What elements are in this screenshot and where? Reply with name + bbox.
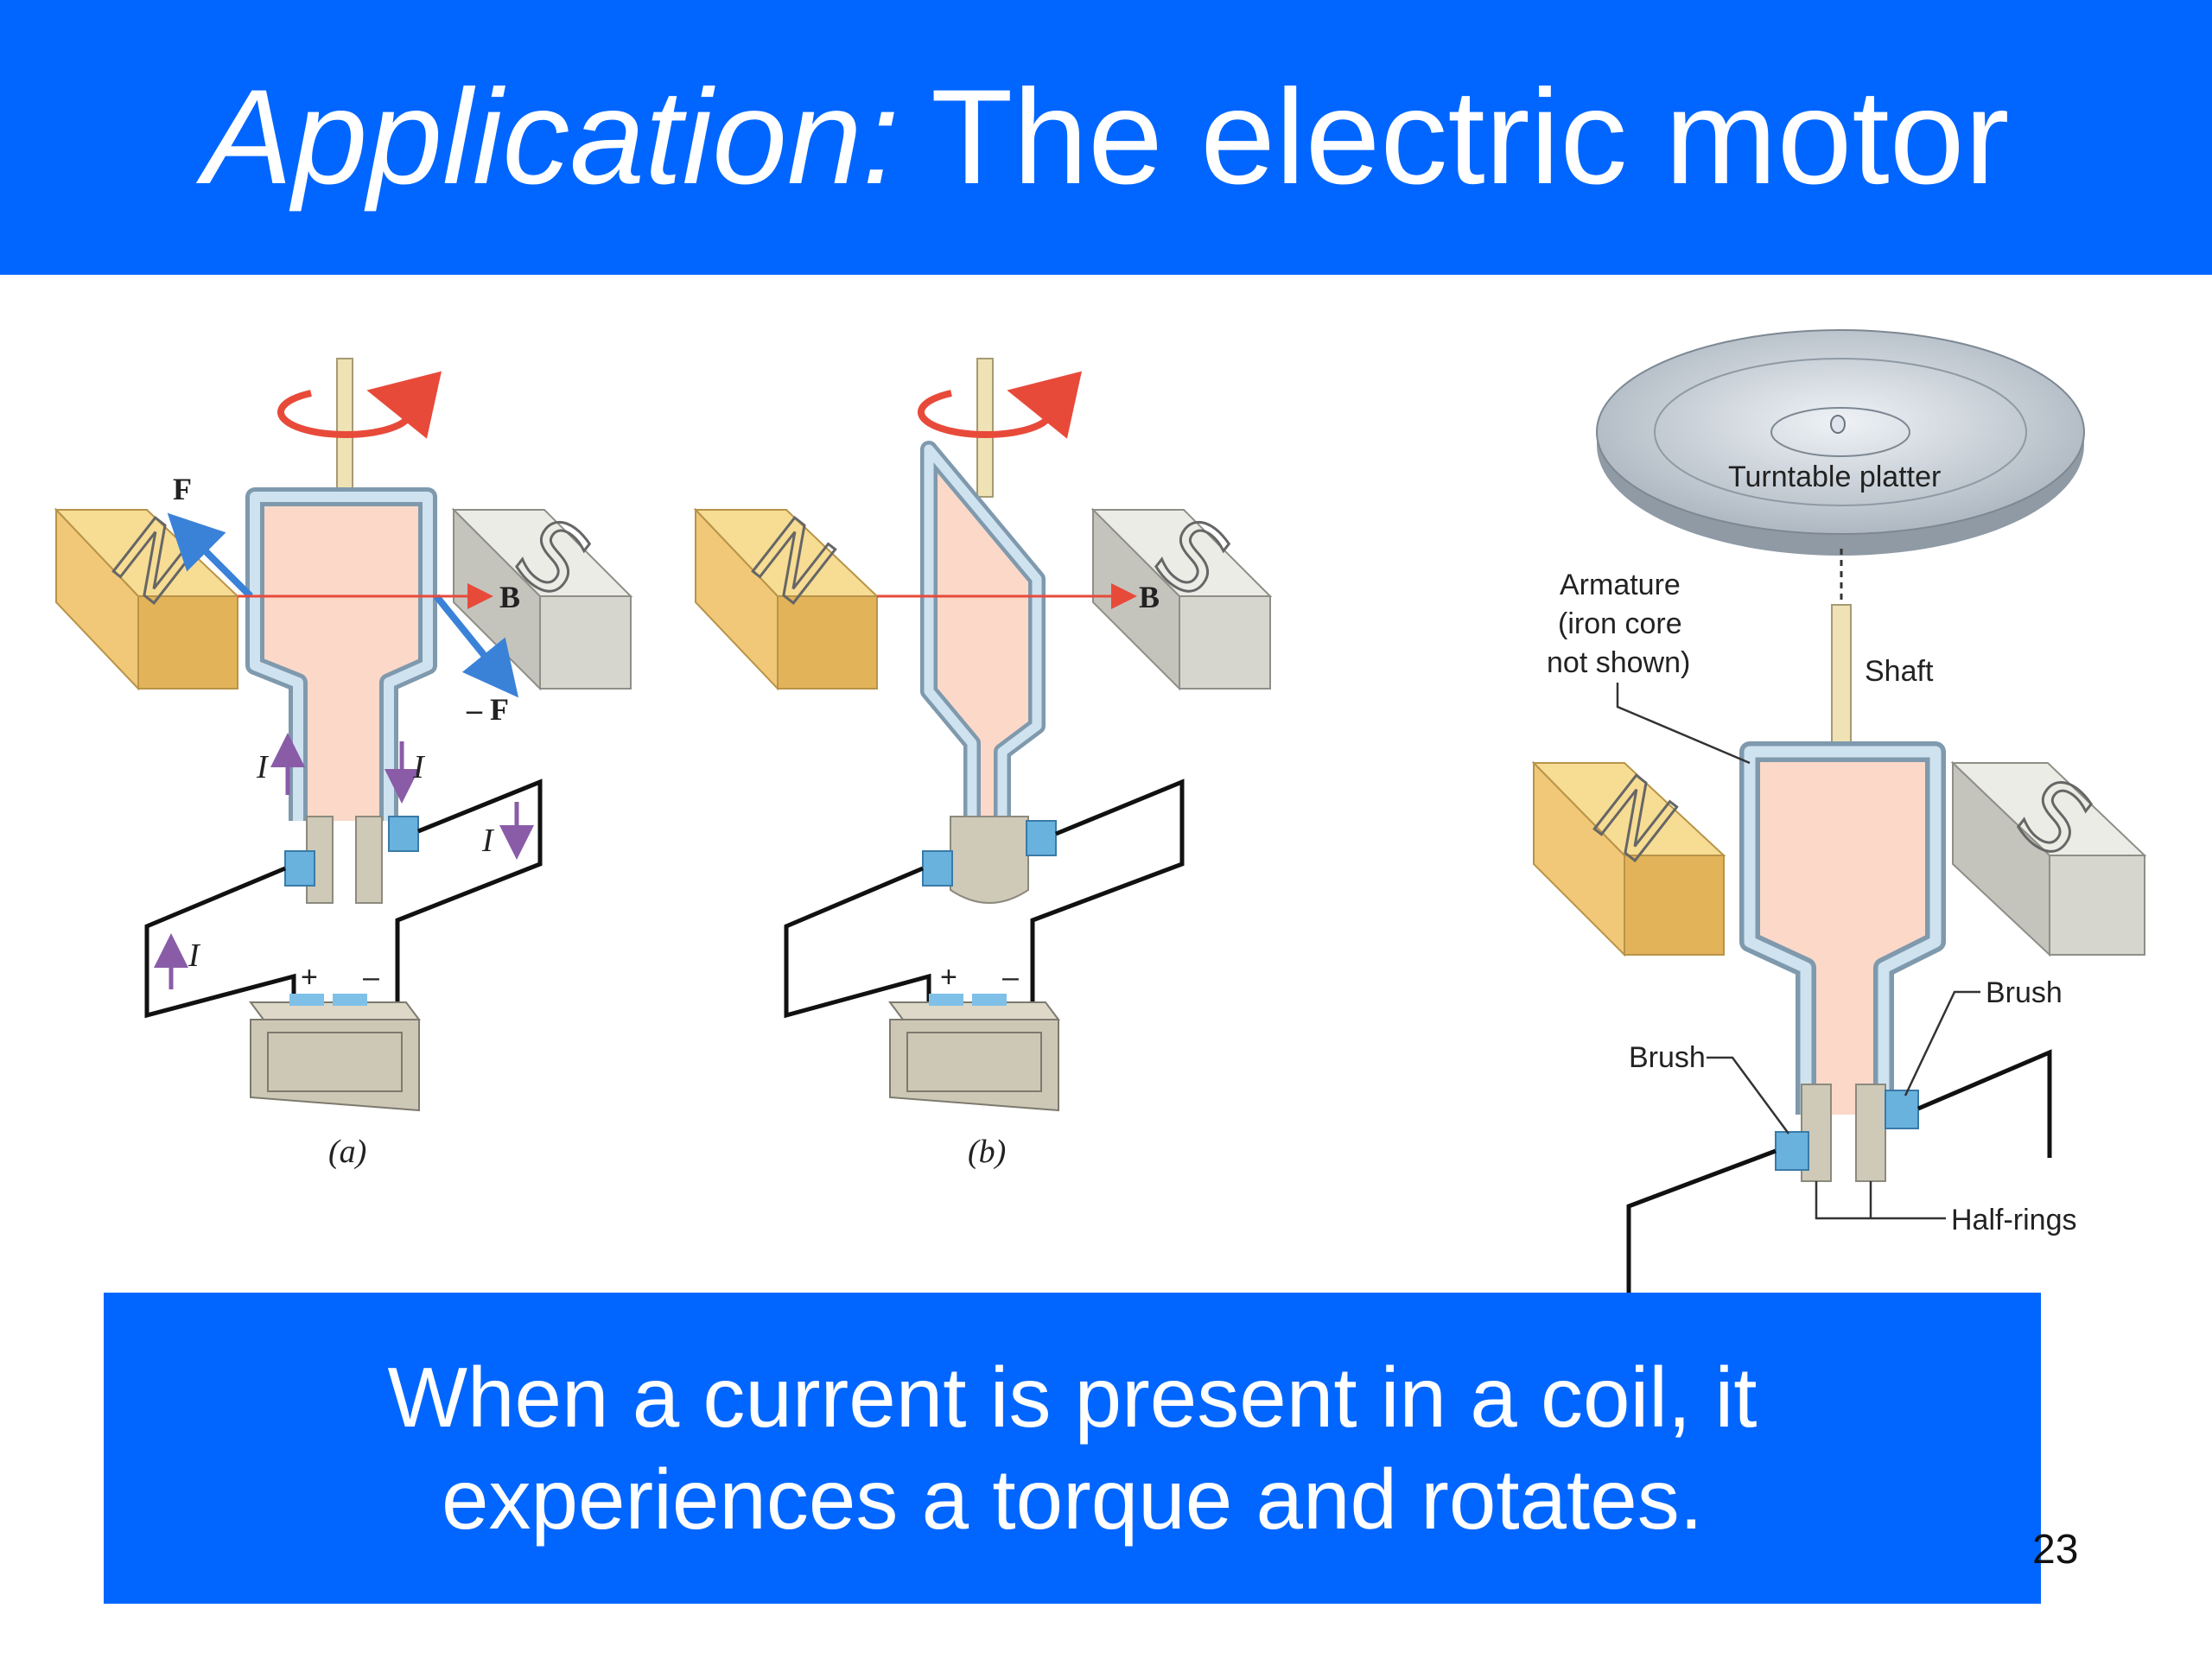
north-magnet-b: N (693, 497, 880, 691)
neg-force-arrow-a (433, 594, 519, 698)
panel-b: N S B + – (b) (693, 358, 1273, 1170)
brush-left-c (1775, 1131, 1809, 1171)
neg-force-label: – F (466, 692, 509, 727)
turntable-label: Turntable platter (1728, 461, 1941, 493)
armature-label-3: not shown) (1547, 646, 1690, 679)
half-rings-b (950, 816, 1029, 904)
circuit-wire-left-a (144, 866, 296, 1019)
north-magnet-a: N (54, 497, 240, 691)
battery-b: + – (888, 961, 1060, 1112)
shaft-c (1831, 604, 1852, 753)
motor-diagram: N S F B – F (54, 329, 2147, 1293)
brush-left-a (284, 850, 315, 887)
field-label-b: B (1139, 580, 1160, 614)
armature-coil (1750, 752, 1936, 1115)
caption-line-2: experiences a torque and rotates. (441, 1452, 1704, 1547)
current-label-3: I (481, 823, 495, 859)
armature-label-2: (iron core (1558, 607, 1682, 640)
brush-leader-right (1904, 990, 1980, 1096)
brush-label-right: Brush (1986, 976, 2063, 1009)
half-ring-right-c (1855, 1084, 1886, 1182)
brush-leader-left (1707, 1056, 1790, 1135)
shaft-label: Shaft (1865, 655, 1934, 688)
armature-leader (1616, 683, 1751, 765)
circuit-wire-left-b (784, 866, 931, 1019)
turntable-platter: Turntable platter (1596, 329, 2085, 556)
brush-right-c (1885, 1090, 1919, 1129)
panel-a: N S F B – F (54, 358, 633, 1170)
slide-number: 23 (2032, 1527, 2079, 1573)
half-ring-right-a (355, 816, 383, 904)
caption-box: When a current is present in a coil, it … (104, 1293, 2041, 1604)
half-rings-leader (1815, 1181, 1946, 1220)
current-label-1: I (256, 749, 270, 785)
title-italic: Application: (202, 61, 900, 213)
circuit-wire-right-a (395, 779, 543, 1002)
circuit-wire-left-c (1626, 1148, 1777, 1293)
force-arrow-a (167, 512, 253, 599)
battery-plus-a: + (301, 961, 318, 994)
battery-minus-b: – (1002, 961, 1019, 994)
title-bar: Application: The electric motor (0, 0, 2212, 275)
panel-b-label: (b) (968, 1134, 1006, 1170)
field-label-a: B (499, 580, 520, 614)
shaft-b (976, 358, 994, 498)
armature-label-1: Armature (1560, 569, 1681, 601)
half-rings-label: Half-rings (1951, 1204, 2076, 1236)
panel-a-label: (a) (328, 1134, 366, 1170)
brush-left-b (922, 850, 953, 887)
force-label: F (173, 472, 192, 506)
battery-a: + – (249, 961, 421, 1112)
rotation-arrow-a (277, 371, 442, 439)
south-magnet-c: S (1950, 756, 2147, 957)
north-magnet-c: N (1531, 754, 1726, 957)
circuit-wire-right-b (1030, 779, 1185, 1002)
title-text: The electric motor (931, 61, 2010, 213)
brush-label-left: Brush (1629, 1041, 1706, 1074)
caption-line-1: When a current is present in a coil, it (387, 1350, 1758, 1445)
battery-minus-a: – (363, 961, 379, 994)
current-label-4: I (188, 938, 201, 974)
south-magnet-a: S (451, 496, 633, 691)
shaft-a (336, 358, 353, 498)
south-magnet-b: S (1090, 496, 1273, 691)
circuit-wire-right-c (1917, 1049, 2052, 1158)
panel-c: Turntable platter Shaft N S Armature (ir… (1531, 329, 2147, 1293)
brush-right-b (1026, 820, 1057, 856)
brush-right-a (388, 816, 419, 852)
coil-b (929, 449, 1037, 821)
current-label-2: I (412, 749, 426, 785)
battery-plus-b: + (940, 961, 957, 994)
rotation-arrow-b (918, 371, 1083, 439)
